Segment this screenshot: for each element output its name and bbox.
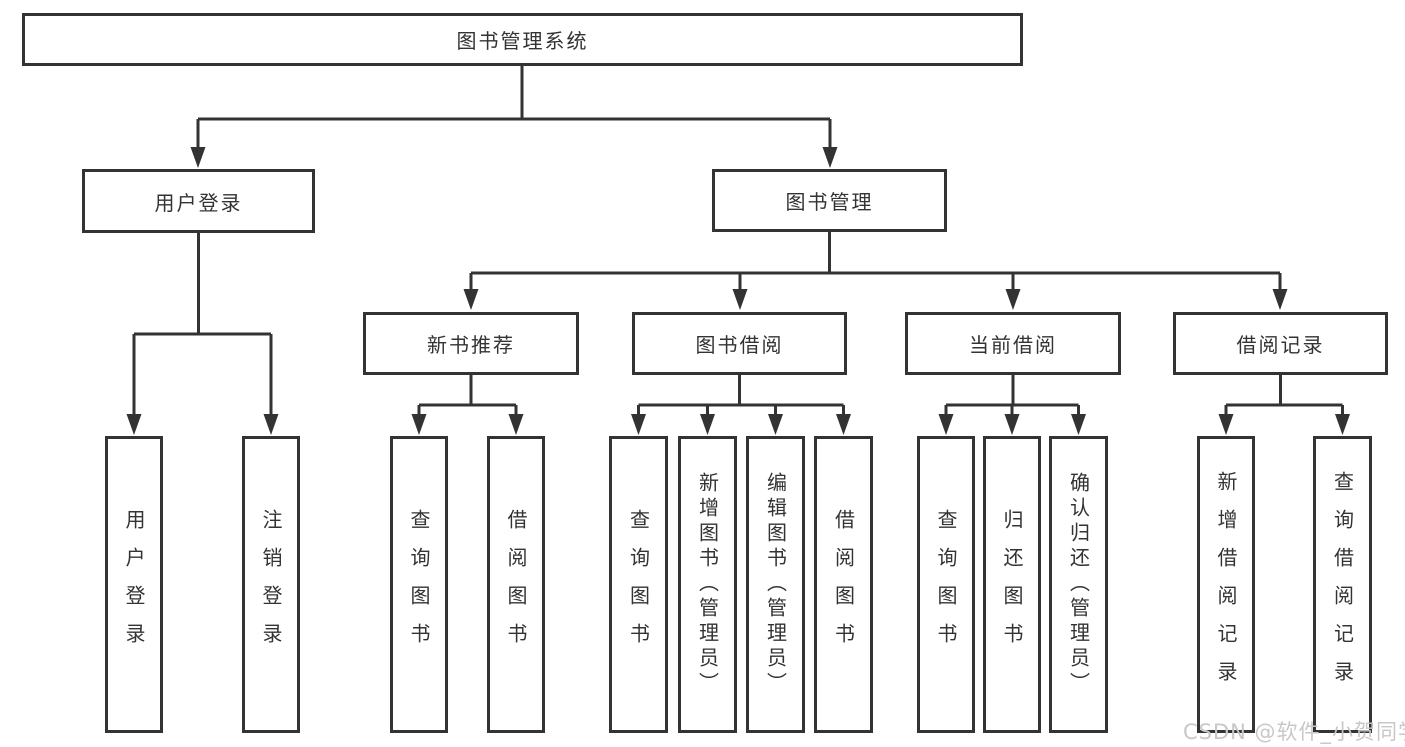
node-book-management: 图书管理 xyxy=(712,169,947,232)
node-current-borrow: 当前借阅 xyxy=(905,312,1121,375)
leaf-borrow-books-recommend: 借阅图书 xyxy=(487,436,545,733)
node-current-borrow-label: 当前借阅 xyxy=(969,333,1057,357)
node-borrow-records-label: 借阅记录 xyxy=(1236,333,1325,357)
leaf-query-borrow-record: 查询借阅记录 xyxy=(1313,436,1372,733)
leaf-edit-book-admin: 编辑图书（管理员） xyxy=(746,436,805,733)
leaf-label: 编辑图书（管理员） xyxy=(763,472,788,697)
leaf-label: 查询借阅记录 xyxy=(1330,470,1355,699)
node-book-management-label: 图书管理 xyxy=(785,190,874,214)
leaf-query-books-borrow: 查询图书 xyxy=(609,436,668,733)
leaf-confirm-return-admin: 确认归还（管理员） xyxy=(1049,436,1108,733)
node-book-borrow-label: 图书借阅 xyxy=(695,333,784,357)
node-borrow-records: 借阅记录 xyxy=(1173,312,1388,375)
leaf-label: 用户登录 xyxy=(122,508,146,661)
leaf-query-books-recommend: 查询图书 xyxy=(390,436,448,733)
node-new-book-recommend: 新书推荐 xyxy=(363,312,579,375)
leaf-add-borrow-record: 新增借阅记录 xyxy=(1197,436,1255,733)
node-new-book-recommend-label: 新书推荐 xyxy=(427,333,515,357)
leaf-label: 新增借阅记录 xyxy=(1214,470,1238,699)
leaf-borrow-books: 借阅图书 xyxy=(814,436,873,733)
leaf-label: 查询图书 xyxy=(626,508,651,661)
leaf-label: 借阅图书 xyxy=(504,508,528,661)
leaf-label: 借阅图书 xyxy=(831,508,856,661)
node-book-borrow: 图书借阅 xyxy=(632,312,847,375)
leaf-add-book-admin: 新增图书（管理员） xyxy=(678,436,737,733)
csdn-watermark: CSDN @软件_小贺同学 xyxy=(1183,720,1405,744)
leaf-label: 新增图书（管理员） xyxy=(695,472,720,697)
node-library-system-label: 图书管理系统 xyxy=(456,29,589,53)
leaf-logout: 注销登录 xyxy=(242,436,300,733)
arrowhead-icons xyxy=(126,147,1350,435)
leaf-label: 确认归还（管理员） xyxy=(1066,472,1091,697)
node-user-login-label: 用户登录 xyxy=(154,190,243,215)
leaf-label: 查询图书 xyxy=(407,508,431,661)
node-user-login: 用户登录 xyxy=(82,169,315,233)
leaf-return-books: 归还图书 xyxy=(983,436,1041,733)
leaf-user-login: 用户登录 xyxy=(105,436,163,733)
leaf-label: 查询图书 xyxy=(934,508,958,661)
leaf-label: 归还图书 xyxy=(1000,508,1024,661)
leaf-query-books-current: 查询图书 xyxy=(917,436,975,733)
node-library-system: 图书管理系统 xyxy=(22,13,1023,66)
leaf-label: 注销登录 xyxy=(259,508,283,661)
